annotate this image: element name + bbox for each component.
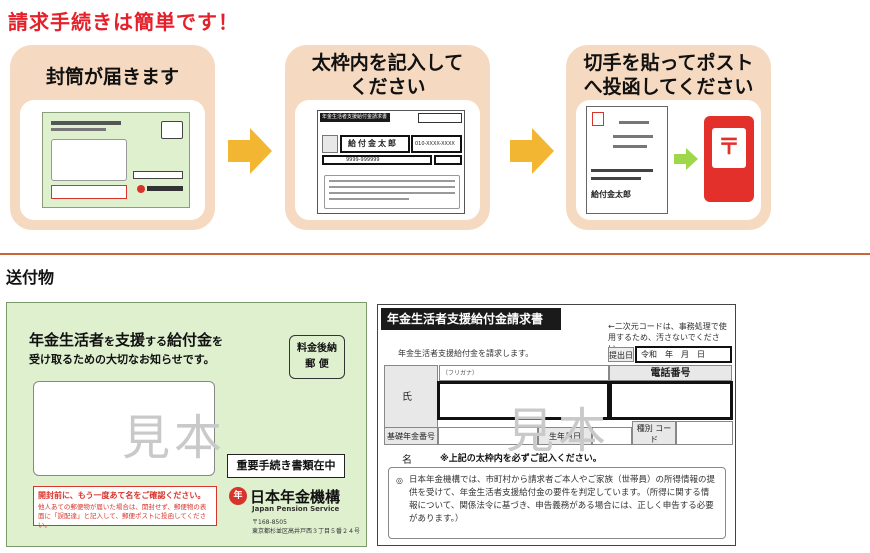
step-illustration: 給付金太郎 〒: [576, 100, 761, 220]
envelope-title-text: を: [104, 335, 116, 348]
step-fill-in-form: 太枠内を記入して ください 年金生活者支援給付金請求書 給付金太郎 010-XX…: [285, 45, 490, 230]
mini-address-line: [591, 177, 641, 180]
step-title-line: 太枠内を記入して: [311, 52, 464, 74]
envelope-subtitle: 受け取るための大切なお知らせです。: [29, 353, 215, 366]
step-illustration: [20, 100, 205, 220]
envelope-title: 年金生活者を支援する給付金を: [29, 329, 223, 350]
mini-qr-area: [418, 113, 462, 123]
postal-code: 〒168-8505: [252, 519, 287, 526]
submission-date-field: 令和 年 月 日: [635, 346, 732, 363]
mini-org-name: [147, 186, 183, 191]
phone-label: 電話番号: [609, 365, 732, 381]
section-title: 送付物: [6, 268, 55, 287]
headline: 請求手続きは簡単です！: [8, 10, 239, 34]
postage-text: 郵 便: [305, 359, 329, 370]
envelope-title-text: を: [212, 335, 224, 348]
arrow-right-icon: [228, 128, 272, 174]
mini-address-line: [591, 169, 653, 172]
misdelivery-warning: 開封前に、もう一度あて名をご確認ください。 他人あての郵便物が届いた場合は、開封…: [33, 486, 217, 529]
postage-mark: 料金後納 郵 便: [289, 335, 345, 379]
type-code-field: [676, 421, 733, 445]
org-name-en: Japan Pension Service: [252, 505, 340, 513]
phone-field: [609, 381, 733, 420]
org-address: 東京都杉並区高井戸西３丁目５番２４号: [252, 528, 361, 535]
step-title-line: 封筒が届きます: [45, 66, 179, 88]
mini-name-field: 給付金太郎: [340, 135, 410, 153]
postal-mark-icon: 〒: [712, 128, 746, 168]
org-name: 日本年金機構: [250, 488, 341, 506]
birthdate-field: [592, 427, 632, 445]
envelope-title-text: 支援: [115, 331, 146, 349]
step-title: 切手を貼ってポスト へ投函してください: [566, 51, 771, 99]
notice-mark-icon: ◎: [396, 476, 403, 485]
request-statement: 年金生活者支援給付金を請求します。: [398, 349, 534, 358]
envelope-sample: 年金生活者を支援する給付金を 受け取るための大切なお知らせです。 料金後納 郵 …: [6, 302, 367, 547]
postbox-icon: 〒: [704, 116, 754, 202]
address-window: [33, 381, 215, 476]
mini-envelope-window: [51, 139, 127, 181]
type-code-label: 種別 コード: [632, 421, 676, 445]
arrow-right-icon: [510, 128, 554, 174]
form-title: 年金生活者支援給付金請求書: [381, 308, 561, 330]
pension-number-field: [438, 427, 538, 445]
step-title-line: ください: [349, 76, 426, 98]
step-title-line: 切手を貼ってポスト: [583, 52, 754, 74]
envelope-title-text: 年金生活者: [29, 331, 105, 349]
warning-text: 他人あての郵便物が届いた場合は、開封せず、郵便物の表面に「誤配達」と記入して、郵…: [38, 503, 207, 529]
mini-name-label: [322, 135, 338, 153]
mini-form: 年金生活者支援給付金請求書 給付金太郎 010-XXXX-XXXX 9999-9…: [317, 110, 465, 214]
envelope-title-text: 給付金: [167, 331, 213, 349]
important-documents-label: 重要手続き書類在中: [227, 454, 345, 478]
mini-warning-box: [51, 185, 127, 199]
notice-text: 日本年金機構では、市町村から請求者ご本人やご家族（世帯員）の所得情報の提供を受け…: [409, 475, 716, 524]
mini-address-line: [613, 145, 647, 148]
mini-important-box: [133, 171, 183, 179]
mini-phone-field: 010-XXXX-XXXX: [411, 135, 462, 153]
mini-envelope-title: [51, 121, 121, 125]
warning-headline: 開封前に、もう一度あて名をご確認ください。: [38, 491, 206, 500]
step-title: 太枠内を記入して ください: [285, 51, 490, 99]
step-envelope-arrives: 封筒が届きます: [10, 45, 215, 230]
submission-date-label: 提出日: [608, 347, 634, 362]
furigana-field: （フリガナ）: [439, 365, 609, 381]
claim-form-sample: 年金生活者支援給付金請求書 ←二次元コードは、事務処理で使用するため、汚さないで…: [377, 304, 736, 546]
section-divider: [0, 253, 870, 255]
mini-return-envelope: 給付金太郎: [586, 106, 668, 214]
mini-address-line: [613, 135, 653, 138]
bold-frame-note: ※上記の太枠内を必ずご記入ください。: [440, 454, 602, 464]
birthdate-label: 生年月日: [538, 427, 592, 445]
name-field: [437, 381, 610, 420]
mini-sender-name: 給付金太郎: [591, 190, 631, 199]
pension-service-logo-icon: 年: [229, 487, 247, 505]
mini-envelope-subtitle: [51, 128, 106, 131]
mini-postage-mark: [161, 121, 183, 139]
postage-text: 料金後納: [297, 343, 337, 354]
sample-watermark: 見本: [506, 403, 611, 459]
mini-consent-box: [324, 175, 460, 209]
step-post-it: 切手を貼ってポスト へ投函してください 給付金太郎 〒: [566, 45, 771, 230]
name-label: 氏 名: [384, 365, 438, 466]
envelope-title-text: する: [145, 335, 168, 348]
sample-watermark: 見本: [122, 410, 227, 466]
mini-pension-field: 9999-999999: [322, 155, 432, 165]
pension-number-label: 基礎年金番号: [384, 427, 438, 445]
mini-address-line: [619, 121, 649, 124]
step-title-line: へ投函してください: [583, 76, 754, 98]
income-info-notice: ◎ 日本年金機構では、市町村から請求者ご本人やご家族（世帯員）の所得情報の提供を…: [388, 467, 726, 539]
step-illustration: 年金生活者支援給付金請求書 給付金太郎 010-XXXX-XXXX 9999-9…: [295, 100, 480, 220]
mini-type-field: [434, 155, 462, 165]
mini-stamp: [592, 112, 604, 126]
mini-form-header: 年金生活者支援給付金請求書: [320, 113, 390, 122]
arrow-right-icon: [674, 148, 698, 170]
mini-envelope: [42, 112, 190, 208]
mini-org-logo: [137, 185, 145, 193]
step-title: 封筒が届きます: [10, 65, 215, 89]
